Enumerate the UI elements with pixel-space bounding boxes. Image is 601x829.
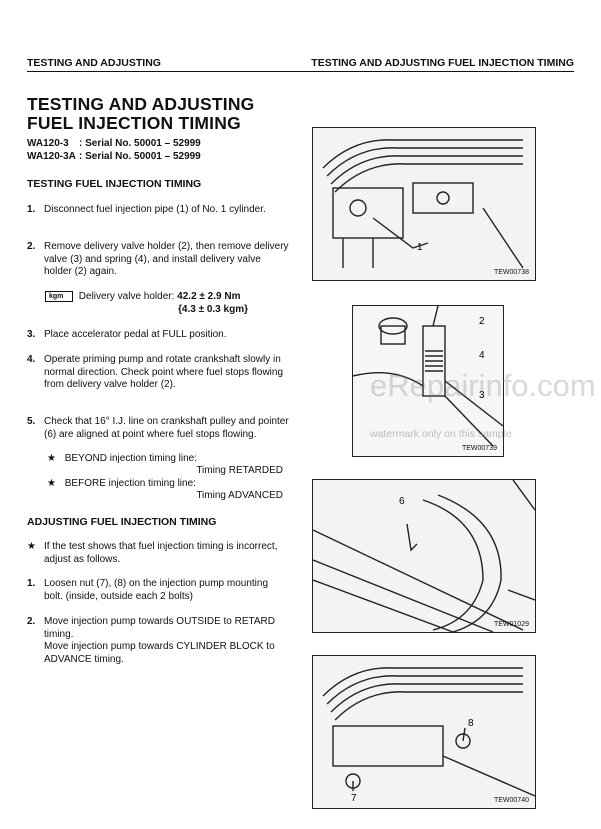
serial-row: WA120-3 : Serial No. 50001 – 52999 xyxy=(27,137,289,150)
step-item: 2. Remove delivery valve holder (2), the… xyxy=(27,241,289,279)
serial-range: : Serial No. 50001 – 52999 xyxy=(79,138,201,149)
step-text: Check that 16° I.J. line on crankshaft p… xyxy=(44,416,289,440)
note-text: If the test shows that fuel injection ti… xyxy=(44,541,278,565)
beyond-result: Timing RETARDED xyxy=(196,465,283,476)
page-header: TESTING AND ADJUSTING TESTING AND ADJUST… xyxy=(27,57,574,72)
section-heading-testing: TESTING FUEL INJECTION TIMING xyxy=(27,178,202,190)
step-item: 1. Disconnect fuel injection pipe (1) of… xyxy=(27,204,289,217)
callout-6: 6 xyxy=(399,496,405,507)
figure-pump-nuts: 8 7 TEW00740 xyxy=(312,655,536,809)
valve-illustration: 2 4 3 xyxy=(353,306,503,447)
step-number: 5. xyxy=(27,416,36,427)
figure-code: TEW00740 xyxy=(493,797,529,804)
torque-spec: kgm Delivery valve holder: 42.2 ± 2.9 Nm… xyxy=(45,291,295,316)
serial-model: WA120-3A xyxy=(27,151,76,162)
star-icon: ★ xyxy=(47,478,56,489)
callout-7: 7 xyxy=(351,793,357,804)
step-text-extra: Move injection pump towards CYLINDER BLO… xyxy=(44,641,275,665)
step-text: Place accelerator pedal at FULL position… xyxy=(44,329,227,340)
pump-illustration: 8 7 xyxy=(322,667,535,804)
step-item: 3. Place accelerator pedal at FULL posit… xyxy=(27,329,289,342)
serial-range: : Serial No. 50001 – 52999 xyxy=(79,151,201,162)
figure-delivery-valve: 2 4 3 TEW00739 xyxy=(352,305,504,457)
star-icon: ★ xyxy=(27,541,36,552)
page-title: TESTING AND ADJUSTING FUEL INJECTION TIM… xyxy=(27,95,289,133)
step-text: Operate priming pump and rotate cranksha… xyxy=(44,354,284,390)
torque-value-kgm: {4.3 ± 0.3 kgm} xyxy=(178,303,248,315)
step-number: 3. xyxy=(27,329,36,340)
step-text: Move injection pump towards OUTSIDE to R… xyxy=(44,616,276,640)
before-text: BEFORE injection timing line: xyxy=(64,478,196,489)
step-item: 5. Check that 16° I.J. line on crankshaf… xyxy=(27,416,289,441)
step-text: Loosen nut (7), (8) on the injection pum… xyxy=(44,578,269,602)
header-right: TESTING AND ADJUSTING FUEL INJECTION TIM… xyxy=(311,57,574,69)
figure-injection-pipe: 1 TEW00738 xyxy=(312,127,536,281)
watermark-sub: watermark only on this sample xyxy=(370,428,512,440)
torque-icon-label: kgm xyxy=(49,293,64,300)
title-line-1: TESTING AND ADJUSTING xyxy=(27,94,255,114)
step-number: 1. xyxy=(27,578,36,589)
callout-8: 8 xyxy=(468,718,474,729)
figure-code: TEW01029 xyxy=(493,621,529,628)
serial-model: WA120-3 xyxy=(27,138,69,149)
step-number: 2. xyxy=(27,616,36,627)
before-note: ★ BEFORE injection timing line: xyxy=(47,478,196,490)
title-line-2: FUEL INJECTION TIMING xyxy=(27,113,241,133)
callout-2: 2 xyxy=(479,316,485,327)
beyond-note: ★ BEYOND injection timing line: xyxy=(47,453,197,465)
header-left: TESTING AND ADJUSTING xyxy=(27,57,161,69)
callout-1: 1 xyxy=(417,242,423,253)
callout-3: 3 xyxy=(479,390,485,401)
torque-value-nm: 42.2 ± 2.9 Nm xyxy=(177,291,241,303)
pulley-illustration: 6 xyxy=(313,480,535,632)
step-number: 1. xyxy=(27,204,36,215)
serial-row: WA120-3A: Serial No. 50001 – 52999 xyxy=(27,150,289,163)
before-result: Timing ADVANCED xyxy=(196,490,283,501)
note-item: ★ If the test shows that fuel injection … xyxy=(27,541,289,566)
step-item: 4. Operate priming pump and rotate crank… xyxy=(27,354,289,392)
section-heading-adjusting: ADJUSTING FUEL INJECTION TIMING xyxy=(27,516,217,528)
engine-illustration: 1 xyxy=(322,139,524,269)
step-item: 2. Move injection pump towards OUTSIDE t… xyxy=(27,616,289,666)
torque-label: Delivery valve holder: xyxy=(78,291,175,303)
serial-list: WA120-3 : Serial No. 50001 – 52999 WA120-… xyxy=(27,137,289,163)
watermark-main: eRepairinfo.com xyxy=(370,368,596,403)
step-number: 2. xyxy=(27,241,36,252)
star-icon: ★ xyxy=(47,453,56,464)
step-text: Disconnect fuel injection pipe (1) of No… xyxy=(44,204,266,215)
beyond-text: BEYOND injection timing line: xyxy=(64,453,198,464)
figure-crank-pulley: 6 TEW01029 xyxy=(312,479,536,633)
callout-4: 4 xyxy=(479,350,485,361)
torque-wrench-icon: kgm xyxy=(45,291,73,302)
step-text: Remove delivery valve holder (2), then r… xyxy=(44,241,289,277)
text-column: TESTING AND ADJUSTING FUEL INJECTION TIM… xyxy=(27,95,289,665)
step-item: 1. Loosen nut (7), (8) on the injection … xyxy=(27,578,289,603)
figure-code: TEW00738 xyxy=(493,269,529,276)
figure-code: TEW00739 xyxy=(461,445,497,452)
step-number: 4. xyxy=(27,354,36,365)
